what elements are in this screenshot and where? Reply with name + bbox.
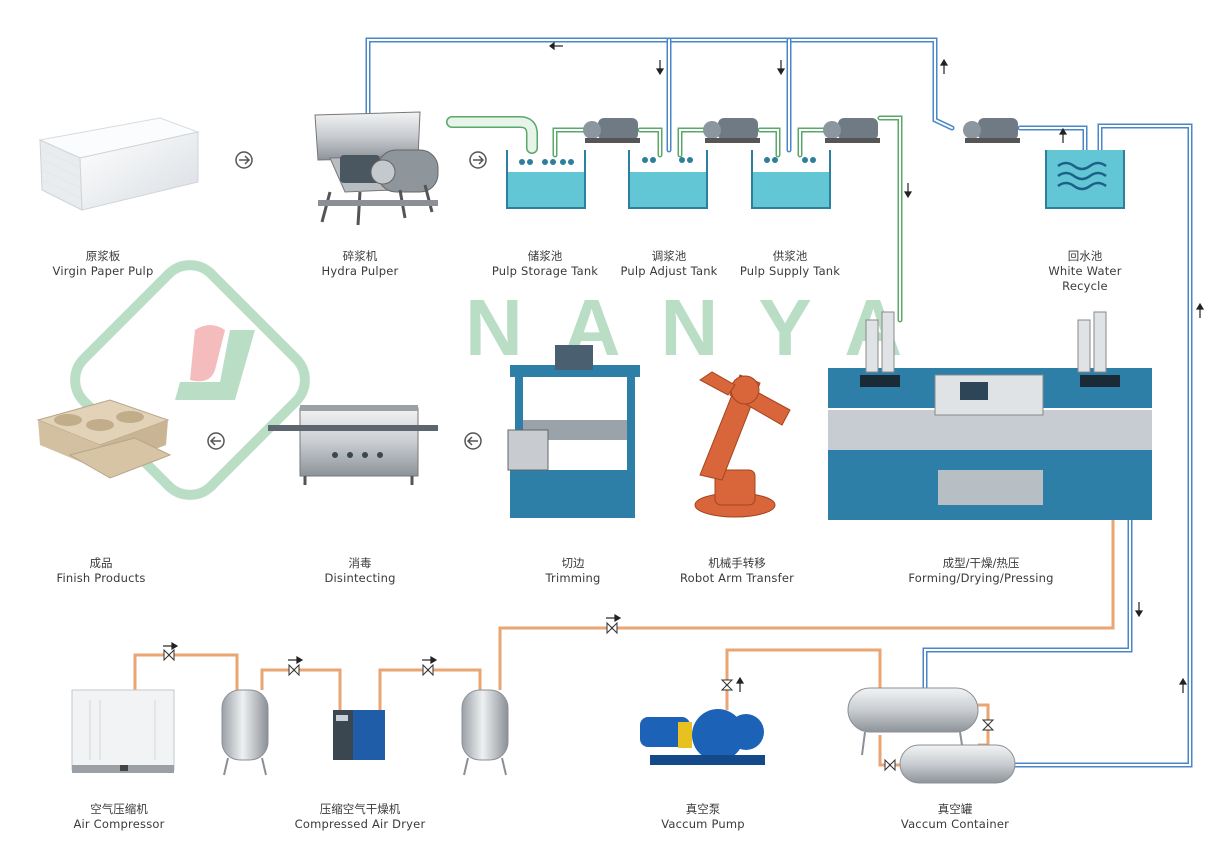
label-en: Robot Arm Transfer	[679, 571, 795, 585]
finish-products-icon	[36, 399, 172, 479]
vacuum-pump-icon	[640, 709, 765, 765]
label-zh: 储浆池	[527, 249, 563, 263]
pulp-storage-tank-icon	[506, 150, 586, 209]
label-zh: 空气压缩机	[90, 802, 148, 816]
air-dryer-icon	[333, 710, 385, 760]
label-zh: 真空泵	[685, 802, 721, 816]
label-zh: 成型/干燥/热压	[942, 556, 1020, 570]
pump-icon	[963, 118, 1020, 143]
label-en: Trimming	[545, 571, 601, 585]
flow-left-arrow-icon	[207, 432, 225, 450]
label-en: White Water	[1048, 264, 1122, 278]
air-compressor-icon	[71, 689, 175, 773]
label-zh: 机械手转移	[708, 556, 766, 570]
label-en: Compressed Air Dryer	[294, 817, 426, 831]
pump-icon	[583, 118, 640, 143]
label-robot-arm-transfer: 机械手转移 Robot Arm Transfer	[680, 556, 794, 586]
pipe-valves	[163, 621, 995, 772]
label-en: Vaccum Container	[900, 817, 1010, 831]
label-pulp-adjust-tank: 调浆池 Pulp Adjust Tank	[620, 249, 717, 279]
label-zh: 供浆池	[772, 249, 808, 263]
pulp-pipes	[446, 115, 903, 323]
pump-icon	[703, 118, 760, 143]
label-vaccum-container: 真空罐 Vaccum Container	[901, 802, 1009, 832]
label-zh: 切边	[561, 556, 585, 570]
vacuum-container-icon	[847, 687, 1016, 784]
label-trimming: 切边 Trimming	[545, 556, 600, 586]
label-en: Disintecting	[324, 571, 396, 585]
air-tank-icon	[461, 689, 509, 776]
hydra-pulper-icon	[314, 111, 439, 226]
robot-arm-icon	[694, 371, 791, 518]
label-zh: 压缩空气干燥机	[319, 802, 401, 816]
brand-watermark: NANYA	[70, 260, 942, 500]
label-pulp-supply-tank: 供浆池 Pulp Supply Tank	[740, 249, 840, 279]
white-water-tank-icon	[1045, 150, 1125, 209]
label-en: Forming/Drying/Pressing	[908, 571, 1054, 585]
flow-arrows	[163, 41, 1205, 693]
label-zh: 成品	[89, 556, 113, 570]
label-en: Pulp Supply Tank	[739, 264, 841, 278]
brand-watermark-text: NANYA	[465, 283, 942, 372]
label-en: Recycle	[1062, 279, 1108, 293]
label-vaccum-pump: 真空泵 Vaccum Pump	[661, 802, 745, 832]
flow-right-arrow-icon	[469, 151, 487, 169]
flow-left-arrow-icon	[464, 432, 482, 450]
label-zh: 真空罐	[937, 802, 973, 816]
pulp-adjust-tank-icon	[628, 150, 708, 209]
pulp-supply-tank-icon	[751, 150, 831, 209]
label-zh: 回水池	[1067, 249, 1103, 263]
label-pulp-storage-tank: 储浆池 Pulp Storage Tank	[492, 249, 598, 279]
label-en: Pulp Adjust Tank	[620, 264, 718, 278]
trimming-machine-icon	[507, 345, 640, 518]
label-en: Pulp Storage Tank	[491, 264, 599, 278]
label-air-compressor: 空气压缩机 Air Compressor	[73, 802, 164, 832]
label-zh: 碎浆机	[342, 249, 378, 263]
label-hydra-pulper: 碎浆机 Hydra Pulper	[322, 249, 399, 279]
forming-machine-icon	[828, 311, 1152, 520]
label-en: Vaccum Pump	[661, 817, 745, 831]
label-zh: 原浆板	[85, 249, 121, 263]
paper-pulp-stack-icon	[38, 117, 200, 211]
label-disintecting: 消毒 Disintecting	[324, 556, 395, 586]
label-en: Finish Products	[56, 571, 146, 585]
label-zh: 消毒	[348, 556, 372, 570]
label-finish-products: 成品 Finish Products	[56, 556, 145, 586]
label-white-water-recycle: 回水池 White Water Recycle	[1048, 249, 1121, 294]
disinfecting-machine-icon	[268, 405, 438, 485]
air-tank-icon	[221, 689, 269, 776]
label-zh: 调浆池	[651, 249, 687, 263]
water-return-pipe	[365, 37, 1193, 768]
label-en: Hydra Pulper	[321, 264, 399, 278]
label-en: Air Compressor	[73, 817, 165, 831]
label-compressed-air-dryer: 压缩空气干燥机 Compressed Air Dryer	[295, 802, 426, 832]
label-en: Virgin Paper Pulp	[52, 264, 154, 278]
label-forming-drying-pressing: 成型/干燥/热压 Forming/Drying/Pressing	[908, 556, 1053, 586]
label-virgin-paper-pulp: 原浆板 Virgin Paper Pulp	[53, 249, 154, 279]
pump-icon	[823, 118, 880, 143]
flow-right-arrow-icon	[235, 151, 253, 169]
